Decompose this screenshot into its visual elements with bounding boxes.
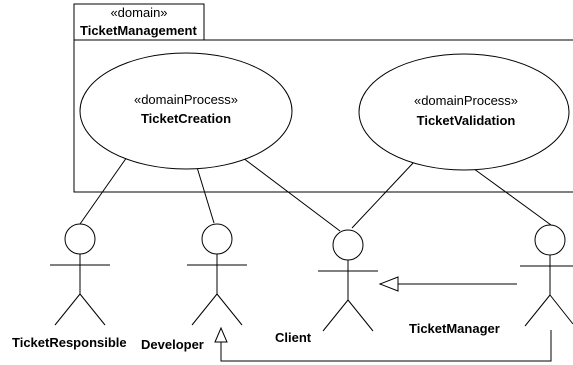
actor-ticketmanager-label: TicketManager (409, 321, 500, 336)
package: «domain» TicketManagement (73, 3, 573, 193)
use-case-ticketvalidation-ellipse (358, 53, 570, 171)
association-client-ticketvalidation (351, 161, 415, 229)
generalization-arrowhead-client (378, 276, 399, 292)
actor-client: Client (275, 229, 378, 345)
package-stereotype: «domain» (110, 5, 167, 20)
actor-ticketmanager-figure (520, 224, 573, 327)
actor-ticketresponsible: TicketResponsible (12, 223, 127, 350)
actor-ticketresponsible-figure (50, 223, 110, 326)
use-case-ticketvalidation: «domainProcess» TicketValidation (358, 53, 570, 171)
association-developer-ticketcreation (195, 163, 215, 224)
use-case-ticketcreation-stereotype: «domainProcess» (134, 92, 238, 107)
actor-ticketresponsible-label-mask (132, 332, 138, 354)
generalization-arrowhead-developer (214, 326, 228, 343)
use-case-ticketvalidation-stereotype: «domainProcess» (414, 93, 518, 108)
package-tab (73, 3, 205, 41)
use-case-ticketvalidation-name: TicketValidation (417, 113, 516, 128)
actor-client-label: Client (275, 330, 312, 345)
use-case-ticketcreation-ellipse (79, 52, 293, 170)
actor-ticketmanager: TicketManager (409, 224, 573, 340)
actor-ticketmanager-label-mask (505, 318, 517, 340)
association-ticketresponsible-ticketcreation (79, 156, 128, 225)
association-ticketmanager-ticketvalidation (469, 165, 552, 226)
association-client-ticketcreation (242, 157, 341, 232)
package-body (73, 39, 573, 193)
actor-developer-label: Developer (141, 337, 204, 352)
actor-ticketresponsible-label: TicketResponsible (12, 335, 127, 350)
generalization-ticketmanager-to-client (378, 276, 517, 292)
actor-developer: Developer (141, 223, 247, 352)
generalization-ticketmanager-to-developer (214, 326, 552, 362)
use-case-ticketcreation: «domainProcess» TicketCreation (79, 52, 293, 170)
associations (79, 156, 552, 232)
use-case-ticketcreation-name: TicketCreation (141, 111, 231, 126)
actor-developer-figure (187, 223, 247, 326)
package-name: TicketManagement (80, 23, 197, 38)
actor-developer-label-mask (207, 334, 217, 356)
actor-client-figure (318, 229, 378, 332)
